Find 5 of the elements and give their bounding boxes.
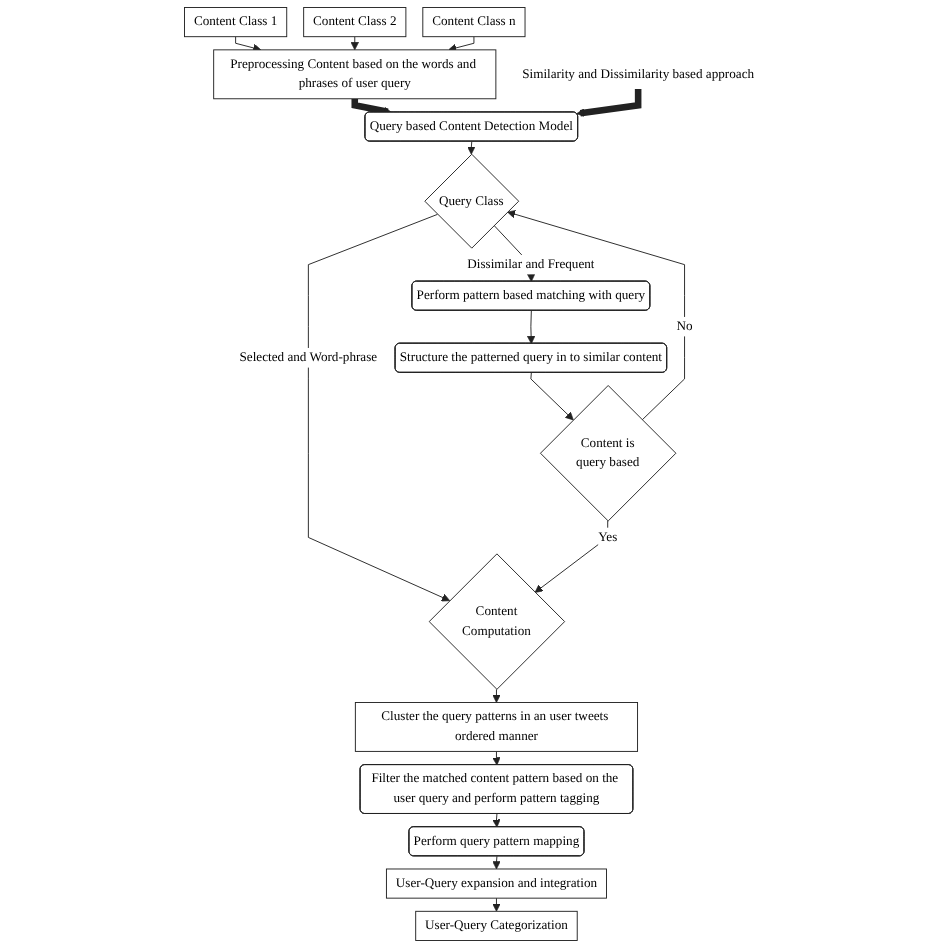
arrow xyxy=(351,98,392,116)
arrow xyxy=(492,855,501,870)
arrow xyxy=(576,88,642,117)
arrow xyxy=(467,141,476,155)
arrow xyxy=(350,36,359,51)
